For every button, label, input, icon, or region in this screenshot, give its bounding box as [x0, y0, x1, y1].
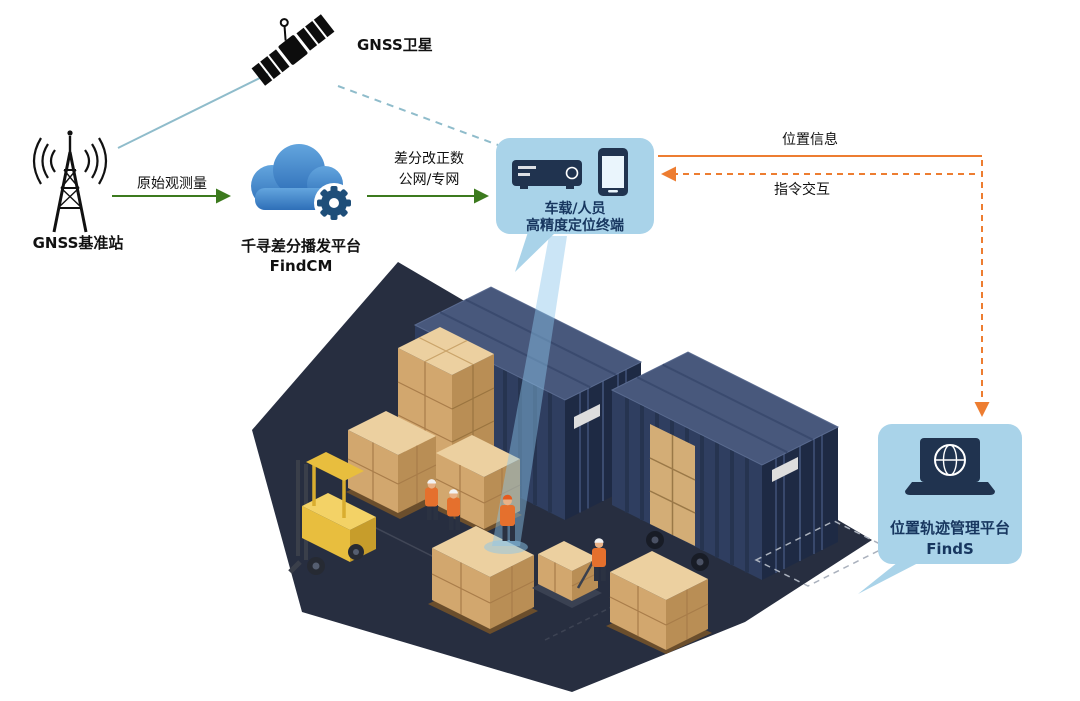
satellite-to-base-link: [117, 73, 269, 149]
worker-1: [425, 479, 438, 520]
finds-product-label: FindS: [926, 540, 974, 558]
cloud-name-label: 千寻差分播发平台: [241, 237, 361, 255]
terminal-label-line1: 车载/人员: [544, 200, 605, 217]
worker-4: [592, 538, 606, 581]
pallet-d: [431, 526, 535, 629]
helmet-icon: [449, 489, 458, 494]
finds-card-tail: [858, 562, 920, 594]
satellite-icon: [251, 14, 335, 86]
helmet-icon: [502, 494, 513, 500]
terminal-card-tail: [515, 232, 556, 272]
command-label: 指令交互: [774, 181, 830, 198]
laptop-globe-icon: [905, 438, 995, 495]
positioning-beam: [484, 236, 567, 554]
finds-card: 位置轨迹管理平台 FindS: [858, 424, 1022, 594]
receiver-device-icon: [512, 160, 582, 189]
pallet-jack: [532, 541, 602, 608]
gear-icon: [317, 186, 351, 220]
cloud-product-label: FindCM: [270, 257, 333, 275]
raw-observation-label: 原始观测量: [137, 176, 207, 192]
corrections-label-line2: 公网/专网: [399, 172, 460, 188]
base-station-label: GNSS基准站: [33, 234, 124, 252]
smartphone-icon: [598, 148, 628, 196]
pallet-stack-a: [347, 411, 437, 513]
worker-2: [447, 489, 460, 530]
forklift: [288, 452, 376, 575]
position-info-arrow: [658, 155, 990, 417]
pallet-e: [609, 551, 709, 650]
helmet-icon: [594, 538, 604, 543]
satellite-to-terminal-link: [337, 85, 499, 146]
container-b: [610, 351, 840, 580]
finds-name-label: 位置轨迹管理平台: [890, 519, 1010, 537]
helmet-icon: [427, 479, 437, 484]
cloud-platform-icon: [251, 144, 354, 223]
worker-3: [500, 494, 515, 541]
position-info-label: 位置信息: [782, 131, 838, 148]
terminal-card: 车载/人员 高精度定位终端: [496, 138, 654, 272]
terminal-label-line2: 高精度定位终端: [526, 217, 624, 234]
warehouse-scene: [252, 262, 888, 692]
corrections-label-line1: 差分改正数: [394, 151, 464, 167]
base-station-icon: [32, 130, 108, 233]
satellite-label: GNSS卫星: [357, 36, 433, 54]
